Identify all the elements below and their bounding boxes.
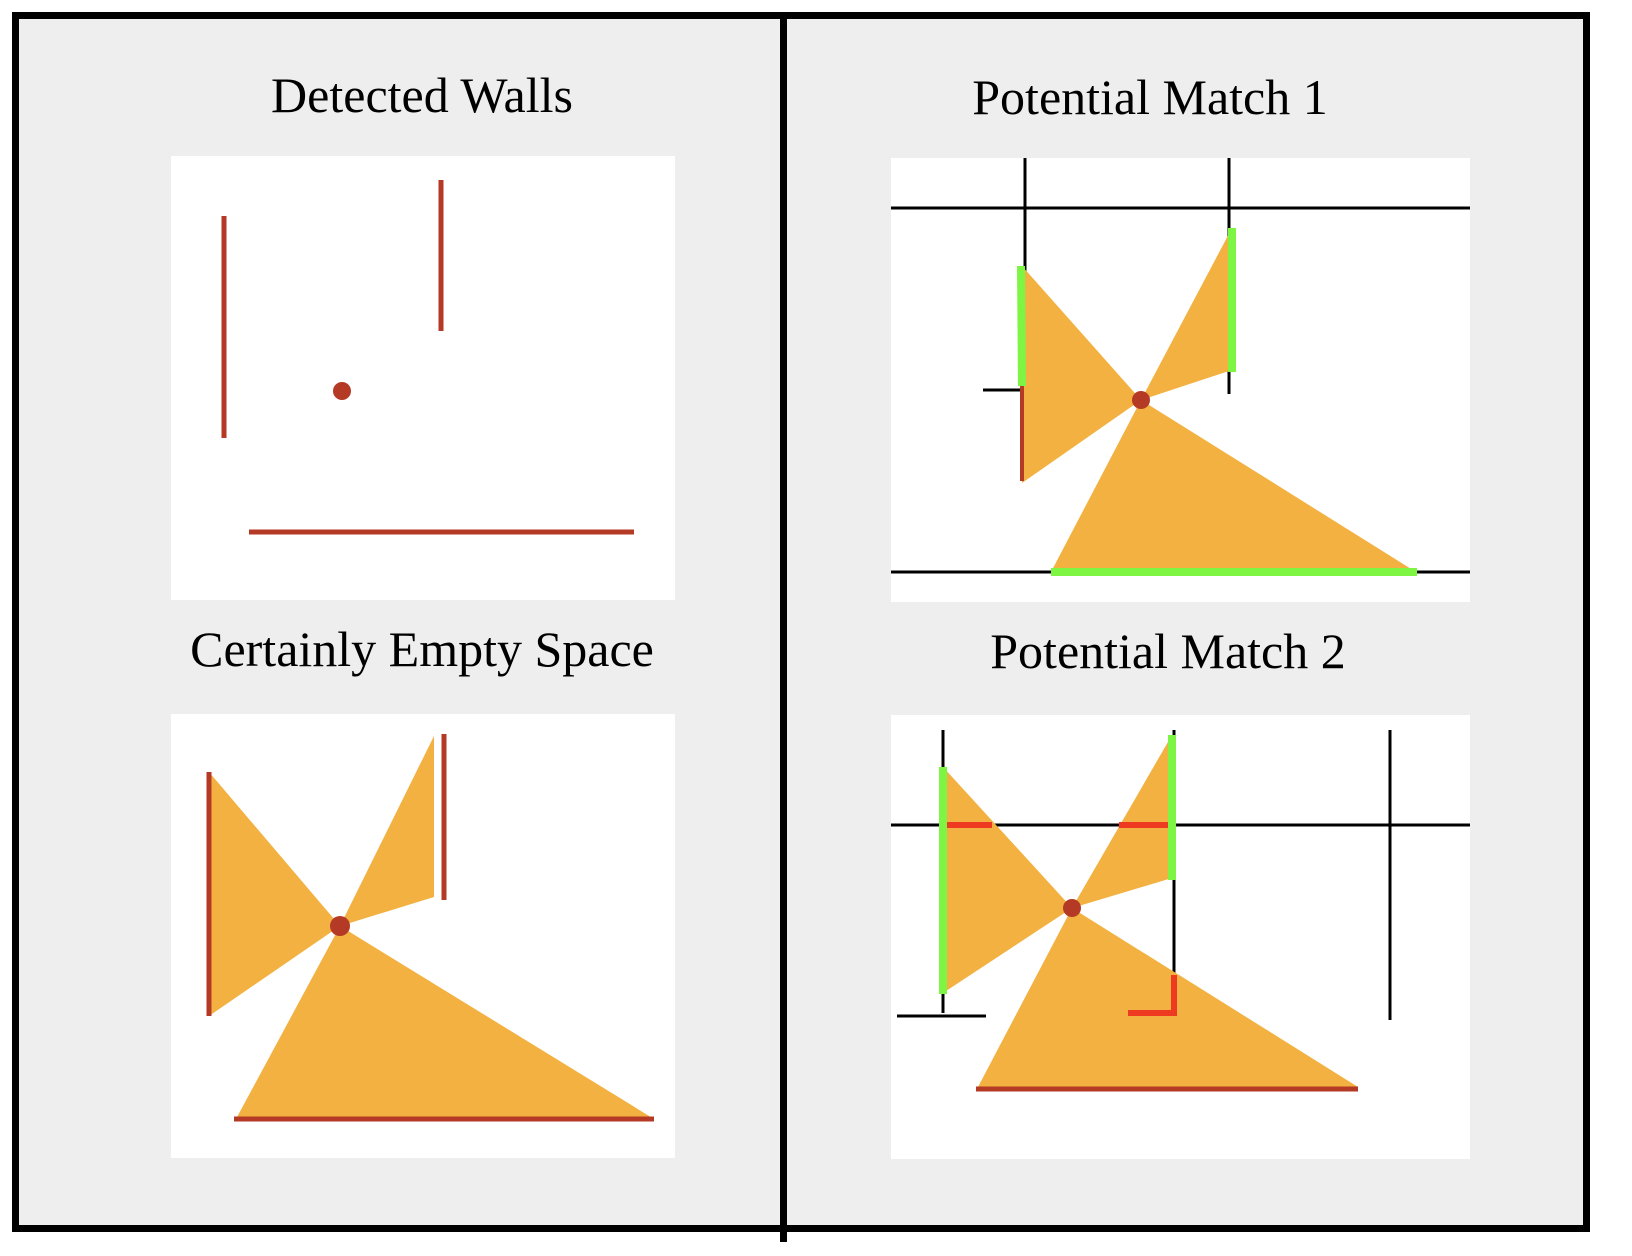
match1-panel bbox=[891, 158, 1470, 602]
detected-walls-panel bbox=[171, 156, 675, 600]
empty-wedge-top bbox=[340, 736, 434, 926]
title-potential-match-1: Potential Match 1 bbox=[972, 69, 1328, 125]
robot-position bbox=[1063, 899, 1081, 917]
empty-wedge-left bbox=[209, 772, 340, 1016]
empty-wedge-top bbox=[1072, 735, 1172, 908]
empty-wedge-bottom bbox=[236, 926, 654, 1119]
match-wall-left bbox=[1017, 265, 1026, 387]
detected-walls-svg bbox=[221, 180, 634, 535]
empty-wedge-bottom bbox=[978, 908, 1358, 1087]
center-divider bbox=[780, 12, 787, 1242]
title-certainly-empty-space: Certainly Empty Space bbox=[190, 621, 654, 677]
empty-wedge-bottom bbox=[1051, 400, 1416, 572]
empty-space-svg bbox=[206, 734, 654, 1122]
title-detected-walls: Detected Walls bbox=[271, 67, 573, 123]
robot-position bbox=[1132, 391, 1150, 409]
empty-wedge-top bbox=[1141, 228, 1232, 400]
match2-svg bbox=[891, 730, 1470, 1092]
robot-position bbox=[333, 382, 351, 400]
match2-panel bbox=[891, 715, 1470, 1159]
title-potential-match-2: Potential Match 2 bbox=[990, 623, 1346, 679]
match1-svg bbox=[891, 158, 1470, 576]
empty-space-panel bbox=[171, 714, 675, 1158]
empty-wedge-left bbox=[1022, 266, 1141, 483]
robot-position bbox=[330, 916, 350, 936]
